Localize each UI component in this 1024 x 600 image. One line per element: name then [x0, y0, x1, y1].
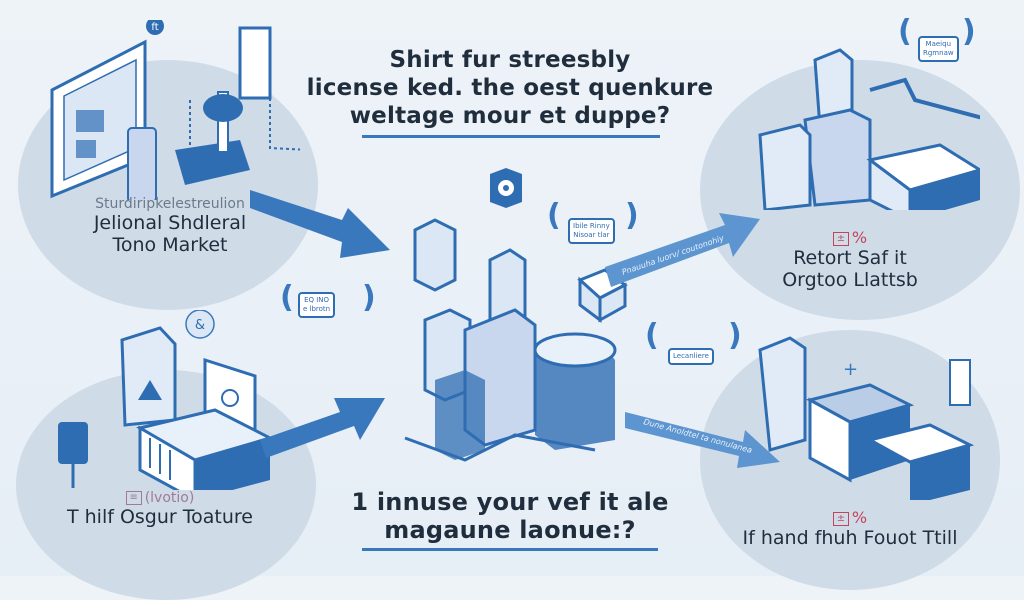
server-cabinet-illustration: &	[58, 310, 275, 490]
shield-lock-icon	[490, 168, 522, 208]
top-heading-underline	[362, 135, 660, 138]
network-hardware-illustration: +	[758, 336, 975, 500]
left-paren-decor-3: (	[645, 318, 659, 353]
cabinet-icon	[120, 326, 177, 427]
bottom-right-label: ±% If hand fhuh Fouot Ttill	[700, 508, 1000, 549]
percent-icon-2: ±%	[700, 508, 1000, 527]
right-paren-decor-3: )	[728, 318, 742, 353]
arrow-bottomleft-to-center	[260, 398, 385, 458]
monitor-icon	[50, 39, 147, 199]
right-paren-decor: )	[625, 198, 639, 233]
badge-left-mid: EQ INO e lbrotn	[298, 292, 336, 318]
info-icon	[146, 20, 164, 35]
bottom-question-heading: 1 innuse your vef it ale magaune laonue:…	[351, 488, 669, 544]
data-center-illustration	[758, 48, 980, 210]
left-paren-decor-2: (	[280, 280, 294, 315]
svg-text:&: &	[195, 318, 205, 333]
machine-icon	[175, 26, 272, 185]
percent-icon: ±%	[740, 228, 960, 247]
left-paren-decor: (	[547, 198, 561, 233]
support-icon	[185, 310, 215, 339]
top-question-heading: Shirt fur streesbly license ked. the oes…	[306, 47, 714, 129]
scanner-icon	[127, 127, 157, 200]
svg-text:+: +	[843, 359, 858, 380]
rack-icon	[758, 123, 812, 210]
refresh-arrow-icon: (	[898, 14, 912, 49]
central-server-cluster	[404, 218, 628, 462]
modem-icon	[949, 359, 971, 406]
top-right-label: ±% Retort Saf it Orgtoo Llattsb	[740, 228, 960, 291]
badge-center-top: Ibile Rinny Nisoar tlar	[568, 218, 615, 244]
bottom-heading-underline	[362, 548, 658, 551]
arrow-topleft-to-center	[250, 190, 390, 258]
monitor-device-illustration: ft	[50, 20, 300, 200]
badge-top-right-corner: Maeiqu Rgmnaw	[918, 36, 959, 62]
top-left-label: Sturdiripkelestreulion Jelional Shdleral…	[93, 196, 247, 256]
bottom-left-label: ≡(lvotio) T hilf Osgur Toature	[40, 490, 280, 528]
svg-text:ft: ft	[151, 22, 158, 33]
card-icon: ≡	[125, 491, 142, 505]
terminal-icon	[58, 422, 88, 464]
server-box-icon	[136, 408, 275, 490]
server-tower-icon	[758, 336, 807, 452]
arrow-top-right-label: Pnauuha luorv/ coutonohiy	[621, 233, 726, 277]
arrow-center-to-topright: Pnauuha luorv/ coutonohiy	[605, 213, 760, 287]
badge-right-mid: Lecanliere	[668, 348, 714, 365]
right-paren-decor-4: )	[962, 14, 976, 49]
arrow-center-to-bottomright: Dune Anoldtel ta nonulanea	[625, 412, 780, 468]
right-paren-decor-2: )	[362, 280, 376, 315]
bottom-left-sublabel: ≡(lvotio)	[40, 490, 280, 506]
